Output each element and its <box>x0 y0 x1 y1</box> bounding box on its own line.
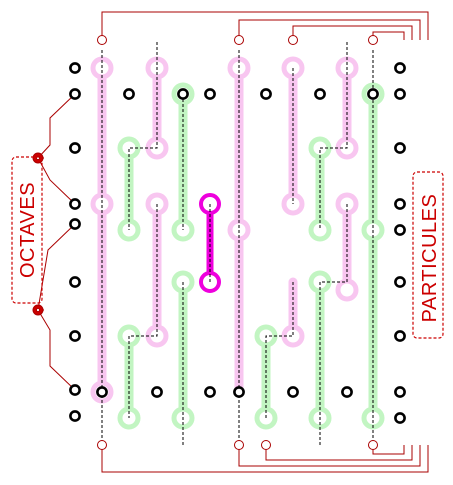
contact-circle <box>288 35 298 45</box>
hole <box>151 386 163 398</box>
contact-circle <box>234 440 244 450</box>
wire <box>238 445 421 467</box>
octaves-panel: OCTAVES <box>11 156 43 304</box>
hole <box>69 62 81 74</box>
top-bottom-contacts <box>97 35 378 450</box>
hole <box>341 386 353 398</box>
hole <box>287 386 299 398</box>
particules-panel: PARTICULES <box>412 171 444 339</box>
contact-circle <box>368 35 378 45</box>
hole <box>69 330 81 342</box>
dashed-trace <box>319 204 348 445</box>
hole <box>394 224 406 236</box>
particules-label: PARTICULES <box>419 194 441 323</box>
hole <box>314 88 326 100</box>
wire <box>37 309 76 391</box>
hole <box>69 410 81 422</box>
dashed-trace <box>319 42 348 230</box>
wire <box>101 445 429 473</box>
contact-circle <box>261 440 271 450</box>
tracks <box>90 56 385 430</box>
wire <box>37 157 76 205</box>
wire <box>101 11 429 40</box>
hole <box>394 276 406 288</box>
hole <box>260 88 272 100</box>
green-pad <box>308 218 332 242</box>
hole <box>394 412 406 424</box>
hole <box>204 88 216 100</box>
octaves-label: OCTAVES <box>17 182 39 278</box>
hole <box>69 142 81 154</box>
dashed-trace <box>265 282 294 418</box>
hole <box>69 218 81 230</box>
hole <box>123 88 135 100</box>
hole <box>96 386 108 398</box>
wire <box>37 93 76 159</box>
dashed-trace <box>128 204 158 418</box>
hole <box>394 88 406 100</box>
hole <box>394 198 406 210</box>
octaves-node-bottom-dot <box>35 307 41 313</box>
hole <box>69 276 81 288</box>
wire <box>37 223 76 311</box>
hole <box>394 330 406 342</box>
hole <box>69 198 81 210</box>
contact-circle <box>368 440 378 450</box>
hole <box>394 386 406 398</box>
hole <box>367 88 379 100</box>
hole <box>394 142 406 154</box>
wire <box>292 25 413 40</box>
hole <box>69 384 81 396</box>
wire <box>238 19 421 40</box>
pink-pad <box>335 278 359 302</box>
hole <box>204 386 216 398</box>
wire <box>265 445 413 461</box>
hole <box>69 88 81 100</box>
contact-circle <box>97 35 107 45</box>
hole <box>394 62 406 74</box>
dashed-trace <box>128 42 158 230</box>
hole <box>233 386 245 398</box>
contact-circle <box>97 440 107 450</box>
holes <box>69 62 406 424</box>
dashed-traces <box>101 42 374 445</box>
hole <box>177 88 189 100</box>
contact-circle <box>234 35 244 45</box>
